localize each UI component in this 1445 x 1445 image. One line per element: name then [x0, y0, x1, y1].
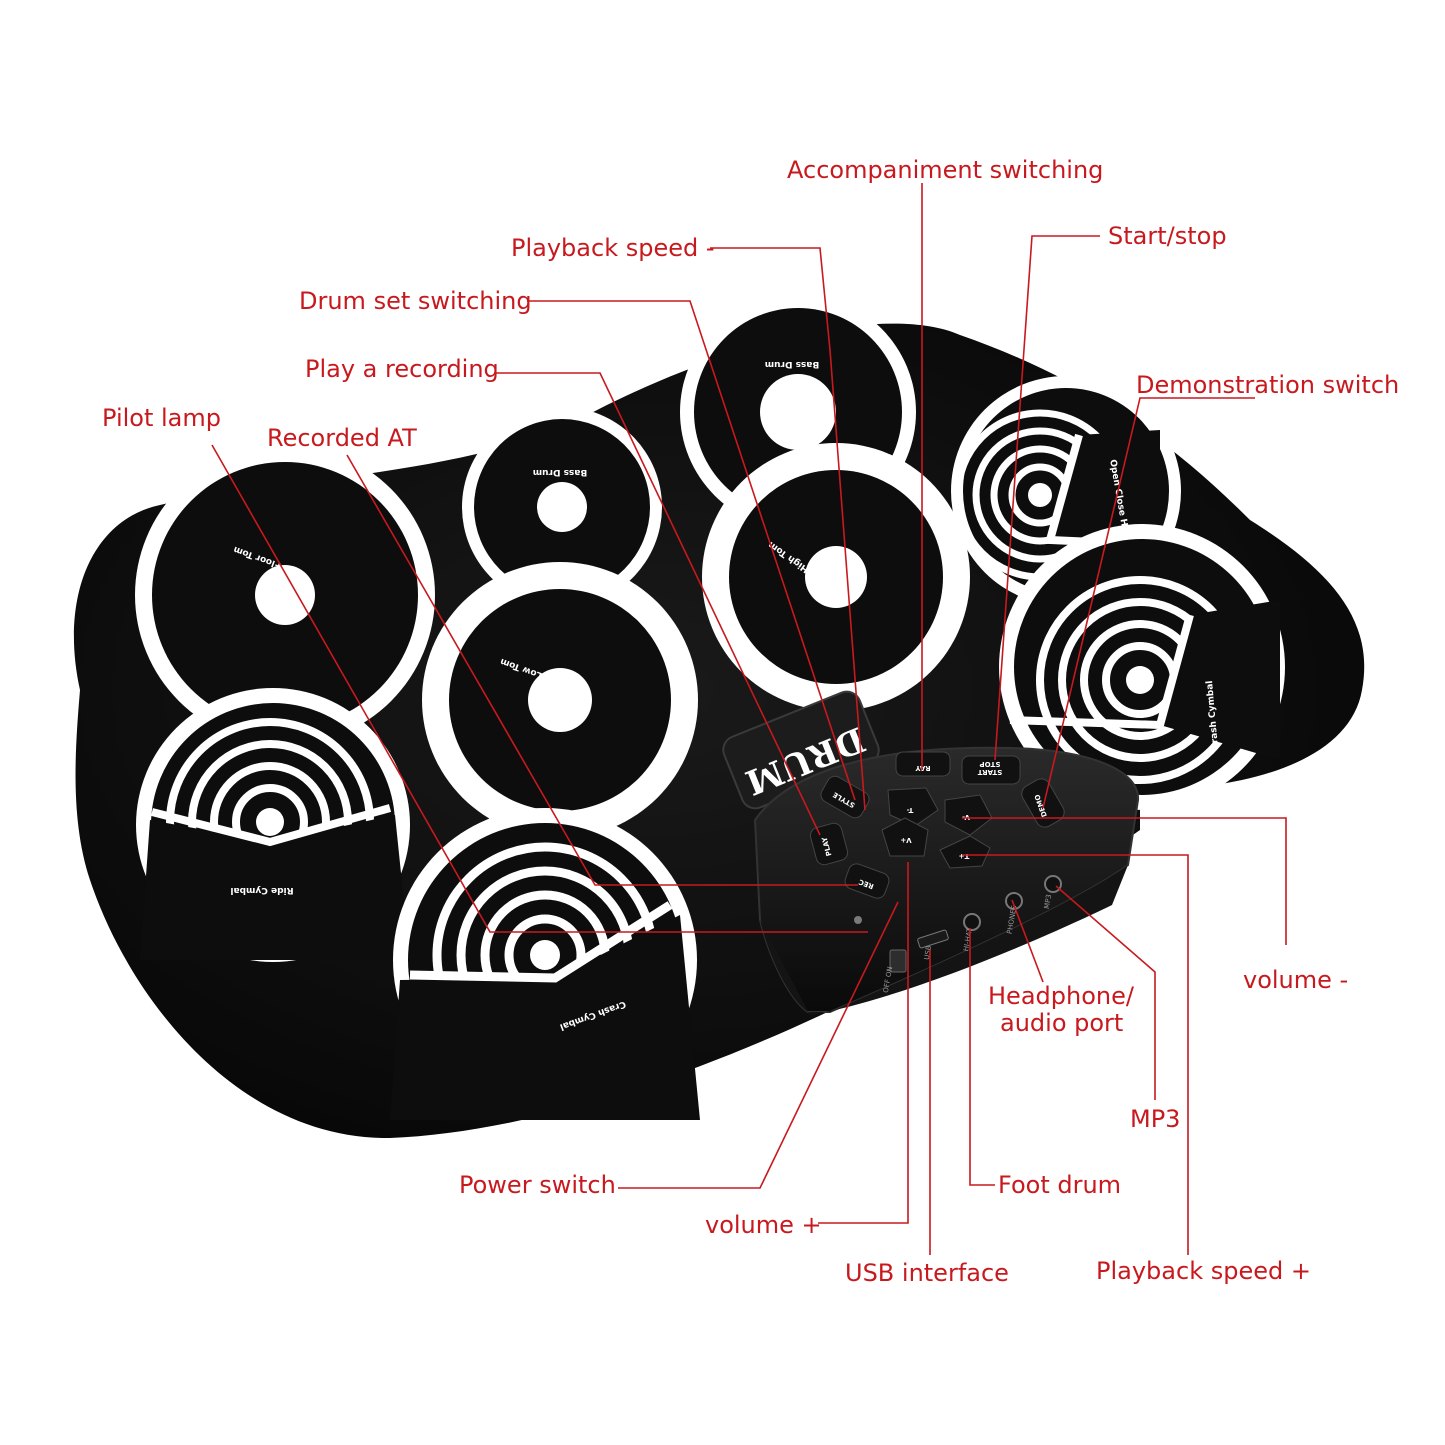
- pad-high-tom[interactable]: High Tom: [702, 443, 970, 711]
- button-rec[interactable]: REC: [843, 862, 891, 901]
- button-v-minus[interactable]: V-: [944, 794, 993, 836]
- pilot-lamp: [854, 916, 862, 924]
- callout-recorded-at: Recorded AT: [267, 424, 417, 452]
- mp3-port[interactable]: MP3: [1043, 875, 1062, 910]
- pad-label: Bass Drum: [533, 467, 587, 477]
- svg-text:STOP: STOP: [980, 760, 1001, 768]
- callout-foot-drum: Foot drum: [998, 1171, 1121, 1199]
- button-t-minus[interactable]: T-: [887, 787, 939, 827]
- pad-label: Ride Cymbal: [230, 885, 293, 895]
- pad-bass-drum[interactable]: Bass Drum: [462, 407, 662, 607]
- button-t-plus[interactable]: T+: [939, 835, 991, 869]
- button-v-plus[interactable]: V+: [881, 817, 929, 857]
- button-ray[interactable]: RAY: [895, 751, 951, 777]
- callout-pilot-lamp: Pilot lamp: [102, 404, 221, 432]
- svg-text:V-: V-: [962, 813, 970, 821]
- control-box: [753, 746, 1140, 1015]
- pad-crash-cymbal-front[interactable]: Crash Cymbal: [390, 808, 700, 1120]
- usb-port[interactable]: USB: [917, 929, 949, 961]
- callout-drum-set-switching: Drum set switching: [299, 287, 532, 315]
- svg-text:USB: USB: [923, 945, 933, 961]
- svg-text:T-: T-: [907, 806, 914, 814]
- callout-usb-interface: USB interface: [845, 1259, 1009, 1287]
- callout-headphone-audio-port-line2: audio port: [1000, 1009, 1123, 1037]
- callout-power-switch: Power switch: [459, 1171, 616, 1199]
- svg-text:START: START: [978, 768, 1003, 776]
- callout-accompaniment-switching: Accompaniment switching: [787, 156, 1103, 184]
- callout-volume-minus: volume -: [1243, 966, 1348, 994]
- phones-port[interactable]: PHONES: [1005, 892, 1023, 935]
- callout-start-stop: Start/stop: [1108, 222, 1227, 250]
- callout-playback-speed-plus: Playback speed +: [1096, 1257, 1311, 1285]
- svg-text:MP3: MP3: [1043, 894, 1053, 910]
- pad-crash-cymbal-right[interactable]: Crash Cymbal: [999, 524, 1285, 810]
- callout-play-a-recording: Play a recording: [305, 355, 499, 383]
- pad-floor-tom[interactable]: Floor Tom: [135, 445, 435, 745]
- button-start-stop[interactable]: START STOP: [961, 755, 1021, 785]
- svg-text:T+: T+: [959, 852, 970, 860]
- callout-headphone-audio-port: Headphone/: [988, 982, 1135, 1010]
- pad-low-tom[interactable]: Low Tom: [422, 562, 698, 838]
- callout-volume-plus: volume +: [705, 1211, 822, 1239]
- callout-playback-speed-minus: Playback speed -: [511, 234, 715, 262]
- pad-ride-cymbal[interactable]: Ride Cymbal: [136, 688, 410, 962]
- callout-leaders: [211, 183, 1287, 1255]
- pad-label: Bass Drum: [765, 359, 819, 369]
- svg-text:V+: V+: [900, 836, 911, 844]
- callout-mp3: MP3: [1130, 1105, 1180, 1133]
- callout-demonstration-switch: Demonstration switch: [1136, 371, 1399, 399]
